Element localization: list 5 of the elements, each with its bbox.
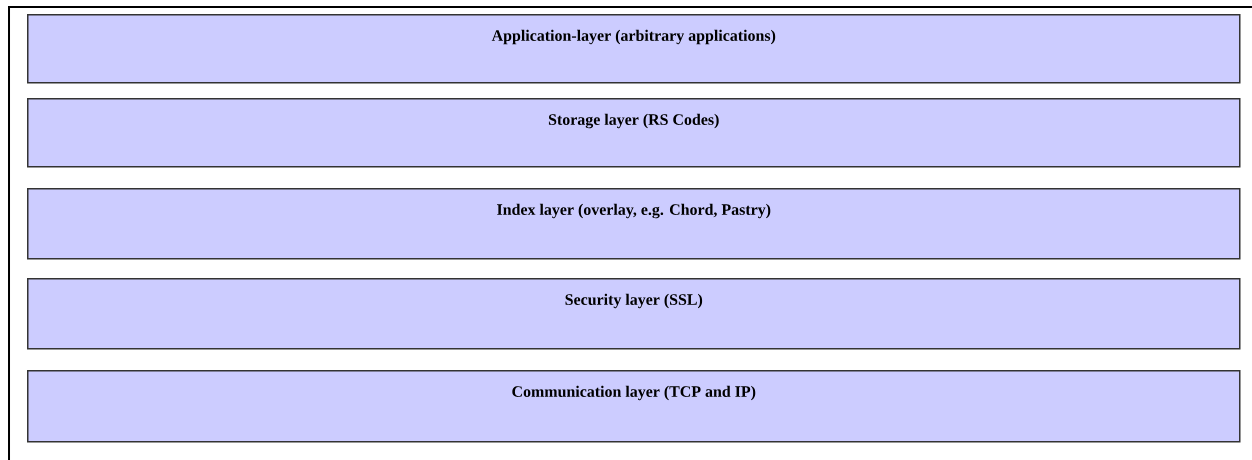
layer-box: Index layer (overlay, e.g. Chord, Pastry)	[27, 188, 1241, 260]
layer-box: Communication layer (TCP and IP)	[27, 370, 1241, 443]
layer-box: Application-layer (arbitrary applications)	[27, 14, 1241, 84]
layer-box: Storage layer (RS Codes)	[27, 98, 1241, 168]
layer-box: Security layer (SSL)	[27, 278, 1241, 350]
